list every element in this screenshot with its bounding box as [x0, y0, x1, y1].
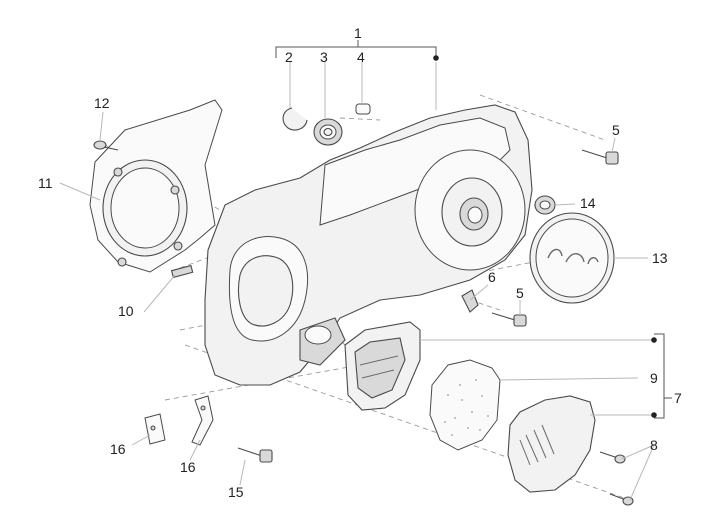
circlip-2-part: [282, 107, 308, 131]
bracket-16a-part: [144, 413, 166, 445]
bracket-16b-part: [191, 395, 214, 446]
foam-filter-9-part: [429, 359, 501, 451]
dowel-4-part: [355, 103, 371, 115]
callout-15: 15: [228, 484, 244, 500]
group-brackets: [275, 40, 672, 419]
bearing-3-part: [313, 118, 343, 146]
callout-8: 8: [650, 437, 658, 453]
filter-cover-part: [507, 395, 596, 493]
logo-cover-13-part: [529, 212, 615, 304]
crankcase-cover-part: [204, 104, 533, 386]
callout-1: 1: [354, 25, 362, 41]
callout-6: 6: [488, 269, 496, 285]
callout-4: 4: [357, 49, 365, 65]
intake-duct-part: [344, 321, 421, 411]
callout-9: 9: [650, 370, 658, 386]
bolt-15-part: [237, 447, 273, 463]
bolt-5-upper-part: [581, 149, 619, 165]
callout-12: 12: [94, 95, 110, 111]
stud-10-part: [170, 264, 194, 279]
gasket-plate-part: [89, 99, 223, 273]
bolt-5-lower-part: [491, 312, 527, 327]
callout-5-lower: 5: [516, 285, 524, 301]
callout-13: 13: [652, 250, 668, 266]
callout-16a: 16: [110, 441, 126, 457]
callout-11: 11: [38, 175, 53, 191]
leader-lines: [59, 62, 655, 501]
callout-7: 7: [674, 390, 682, 406]
callout-numbers: 1 2 3 4 5 5 6 7 8 9 10 11 12 13 14 15 16…: [38, 25, 682, 500]
grommet-14-part: [534, 195, 556, 215]
clip-6-part: [461, 289, 479, 313]
screw-12-part: [93, 140, 119, 151]
screws-8-part: [599, 451, 634, 506]
callout-3: 3: [320, 49, 328, 65]
callout-14: 14: [580, 195, 596, 211]
callout-10: 10: [118, 303, 134, 319]
callout-2: 2: [285, 49, 293, 65]
callout-16b: 16: [180, 459, 196, 475]
callout-5-upper: 5: [612, 122, 620, 138]
